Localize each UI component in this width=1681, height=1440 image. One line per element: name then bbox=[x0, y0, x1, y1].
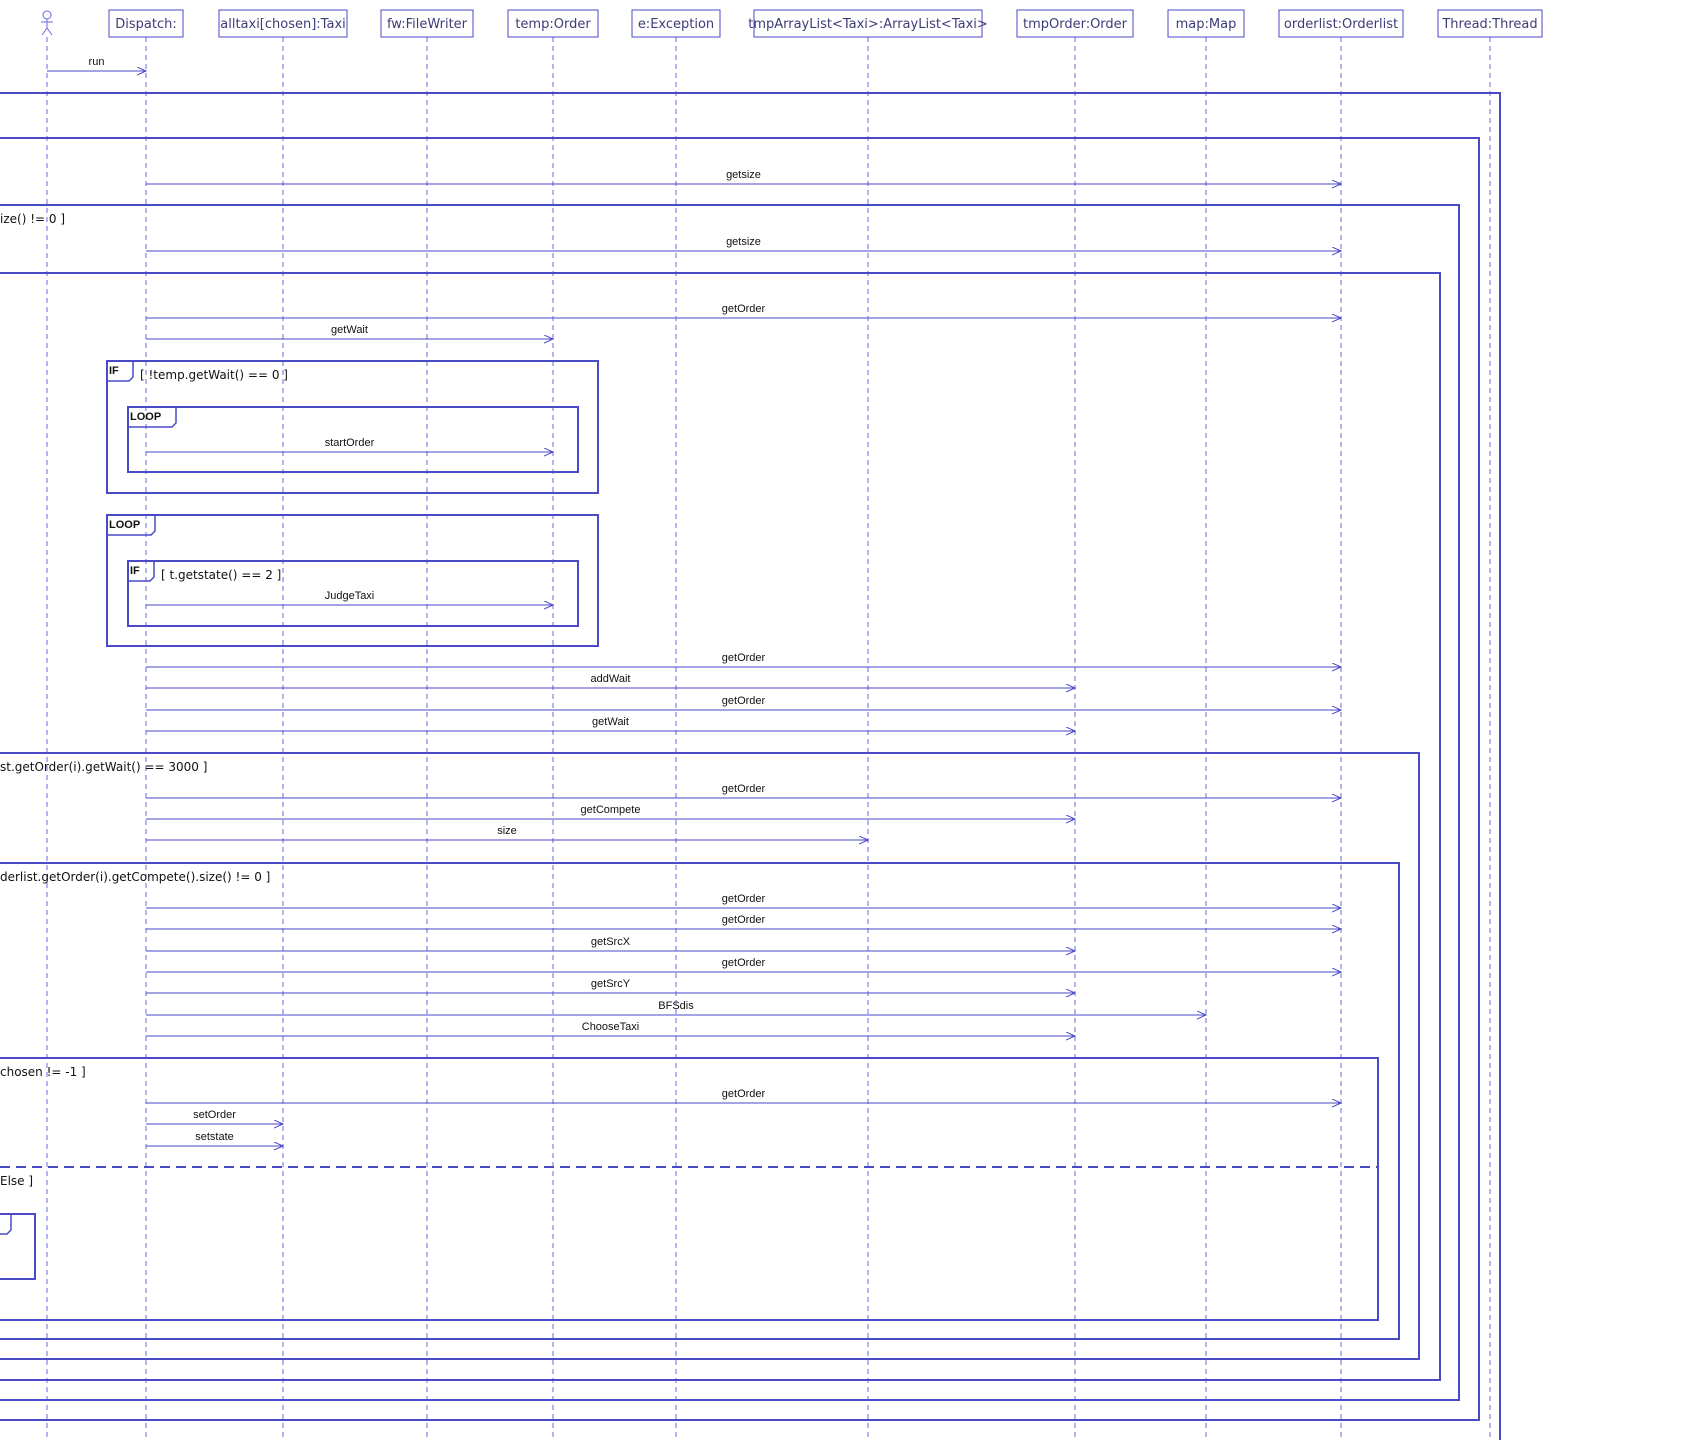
message-label: ChooseTaxi bbox=[582, 1021, 639, 1033]
participant-label: fw:FileWriter bbox=[387, 17, 468, 32]
message-getsrcy: getSrcY bbox=[146, 978, 1075, 993]
message-label: getOrder bbox=[722, 652, 766, 664]
message-getwait: getWait bbox=[146, 324, 553, 339]
message-label: getWait bbox=[592, 716, 629, 728]
message-getcompete: getCompete bbox=[146, 804, 1075, 819]
participant-tmplist: tmpArrayList<Taxi>:ArrayList<Taxi> bbox=[748, 9, 988, 38]
fragment-guard: chosen != -1 ] bbox=[0, 1065, 86, 1079]
message-label: getSrcX bbox=[591, 936, 631, 948]
message-getsrcx: getSrcX bbox=[146, 936, 1075, 951]
message-setstate: setstate bbox=[146, 1131, 283, 1146]
message-judgetaxi: JudgeTaxi bbox=[146, 590, 553, 605]
message-getorder: getOrder bbox=[146, 303, 1341, 318]
stick-figure-icon bbox=[41, 10, 53, 36]
fragment-guard: st.getOrder(i).getWait() == 3000 ] bbox=[0, 760, 207, 774]
message-label: getCompete bbox=[581, 804, 641, 816]
participant-thread: Thread:Thread bbox=[1437, 9, 1543, 38]
message-run: run bbox=[47, 56, 146, 71]
message-label: getsize bbox=[726, 236, 761, 248]
fragment-operator: LOOP bbox=[130, 411, 161, 423]
message-label: getOrder bbox=[722, 893, 766, 905]
message-getorder: getOrder bbox=[146, 957, 1341, 972]
participant-map: map:Map bbox=[1167, 9, 1245, 38]
fragment-frame-3 bbox=[0, 272, 1441, 1381]
message-label: size bbox=[497, 825, 517, 837]
message-getwait: getWait bbox=[146, 716, 1075, 731]
fragment-if-4: IF [ !temp.getWait() == 0 ] bbox=[106, 360, 599, 494]
message-label: getOrder bbox=[722, 914, 766, 926]
message-label: getOrder bbox=[722, 1088, 766, 1100]
participant-label: Dispatch: bbox=[115, 17, 176, 32]
message-label: JudgeTaxi bbox=[325, 590, 375, 602]
fragment-operator: IF bbox=[109, 365, 119, 377]
message-choosetaxi: ChooseTaxi bbox=[146, 1021, 1075, 1036]
message-getorder: getOrder bbox=[146, 914, 1341, 929]
message-label: getOrder bbox=[722, 695, 766, 707]
message-label: getWait bbox=[331, 324, 368, 336]
lifelines bbox=[46, 37, 1491, 1440]
message-getorder: getOrder bbox=[146, 893, 1341, 908]
fragment-if-7: IF [ t.getstate() == 2 ] bbox=[127, 560, 579, 627]
messages: run getsize getsize getOrder getWait startOrd… bbox=[47, 56, 1341, 1146]
participant-e: e:Exception bbox=[631, 9, 721, 38]
participant-alltaxi: alltaxi[chosen]:Taxi bbox=[218, 9, 348, 38]
message-label: setstate bbox=[195, 1131, 234, 1143]
participant-fw: fw:FileWriter bbox=[380, 9, 474, 38]
participant-orderlist: orderlist:Orderlist bbox=[1278, 9, 1404, 38]
message-label: run bbox=[89, 56, 105, 68]
fragment-frame-8: st.getOrder(i).getWait() == 3000 ] bbox=[0, 752, 1420, 1360]
message-size: size bbox=[146, 825, 868, 840]
message-label: BFSdis bbox=[658, 1000, 694, 1012]
message-getorder: getOrder bbox=[146, 1088, 1341, 1103]
participant-label: Thread:Thread bbox=[1441, 17, 1537, 32]
message-startorder: startOrder bbox=[146, 437, 553, 452]
else-separator: Else ] bbox=[0, 1166, 1378, 1188]
fragment-frame-2: ize() != 0 ] bbox=[0, 204, 1460, 1401]
message-getsize: getsize bbox=[146, 236, 1341, 251]
message-getorder: getOrder bbox=[146, 695, 1341, 710]
fragment-loop-5: LOOP bbox=[127, 406, 579, 473]
fragment-frame-10: chosen != -1 ] bbox=[0, 1057, 1379, 1321]
fragment-frame-11: Y bbox=[0, 1213, 36, 1280]
participant-label: e:Exception bbox=[638, 17, 714, 32]
message-setorder: setOrder bbox=[146, 1109, 283, 1124]
participant-label: tmpOrder:Order bbox=[1023, 17, 1128, 32]
fragment-guard: ize() != 0 ] bbox=[0, 212, 65, 226]
participant-heads: Dispatch: alltaxi[chosen]:Taxi fw:FileWrit… bbox=[41, 9, 1543, 38]
message-getorder: getOrder bbox=[146, 652, 1341, 667]
participant-temp: temp:Order bbox=[507, 9, 599, 38]
message-addwait: addWait bbox=[146, 673, 1075, 688]
message-label: addWait bbox=[591, 673, 631, 685]
fragment-guard: [ t.getstate() == 2 ] bbox=[161, 568, 281, 582]
message-label: getOrder bbox=[722, 783, 766, 795]
message-label: getSrcY bbox=[591, 978, 631, 990]
participant-label: tmpArrayList<Taxi>:ArrayList<Taxi> bbox=[748, 17, 988, 32]
message-getorder: getOrder bbox=[146, 783, 1341, 798]
fragment-frame-1 bbox=[0, 137, 1480, 1421]
fragment-frame-0 bbox=[0, 92, 1501, 1440]
fragment-loop-6: LOOP bbox=[106, 514, 599, 647]
message-label: getOrder bbox=[722, 303, 766, 315]
participant-dispatch: Dispatch: bbox=[108, 9, 184, 38]
participant-label: orderlist:Orderlist bbox=[1284, 17, 1398, 32]
message-getsize: getsize bbox=[146, 169, 1341, 184]
else-guard: Else ] bbox=[0, 1174, 33, 1188]
participant-tmporder: tmpOrder:Order bbox=[1016, 9, 1134, 38]
message-label: getOrder bbox=[722, 957, 766, 969]
fragment-guard: derlist.getOrder(i).getCompete().size() … bbox=[0, 870, 270, 884]
message-bfsdis: BFSdis bbox=[146, 1000, 1206, 1015]
fragment-frame-9: derlist.getOrder(i).getCompete().size() … bbox=[0, 862, 1400, 1340]
fragment-operator: LOOP bbox=[109, 519, 140, 531]
participant-label: alltaxi[chosen]:Taxi bbox=[220, 17, 346, 32]
message-label: getsize bbox=[726, 169, 761, 181]
combined-fragments: ize() != 0 ] IF [ !temp.getWait() == 0 ] LO… bbox=[0, 92, 1501, 1440]
participant-label: map:Map bbox=[1176, 17, 1237, 32]
participant-label: temp:Order bbox=[515, 17, 591, 32]
fragment-guard: [ !temp.getWait() == 0 ] bbox=[140, 368, 288, 382]
message-label: setOrder bbox=[193, 1109, 236, 1121]
fragment-operator: IF bbox=[130, 565, 140, 577]
message-label: startOrder bbox=[325, 437, 375, 449]
